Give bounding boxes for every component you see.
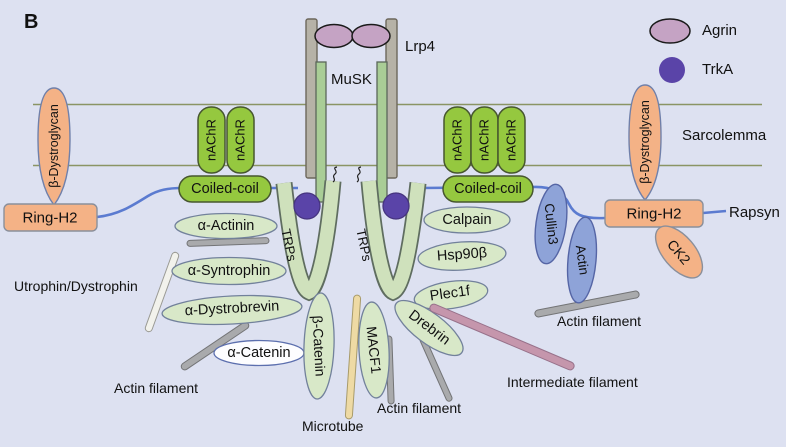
legend-trka-label: TrkA (702, 61, 734, 78)
actin-oval (566, 216, 598, 304)
sarcolemma-label: Sarcolemma (682, 127, 767, 144)
drebrin-oval (394, 299, 464, 357)
actin-filament-center-label: Actin filament (377, 400, 462, 416)
calpain-label: Calpain (442, 211, 492, 228)
legend-agrin-oval (649, 18, 691, 44)
blue-connector-left (96, 186, 298, 219)
hsp90b-label: Hsp90β (436, 245, 488, 265)
cullin3-label: Cullin3 (541, 202, 561, 246)
panel-label: B (24, 11, 39, 33)
trka-dot-right (382, 192, 410, 220)
macf1-oval (358, 301, 390, 399)
nachr-label-5: nAChR (503, 119, 519, 161)
coiled-coil-left-label: Coiled-coil (191, 180, 259, 197)
blue-connector-rapsyn (702, 209, 727, 215)
plec1f-oval (413, 280, 489, 310)
microtube-label: Microtube (302, 418, 364, 434)
calpain-oval (423, 206, 511, 234)
trka-dot-left (293, 192, 321, 220)
nachr-label-2: nAChR (232, 119, 248, 161)
beta-dystroglycan-right-label: β-Dystroglycan (637, 100, 652, 184)
ring-h2-left-box (3, 203, 98, 232)
agrin-oval-1 (314, 23, 354, 49)
trps-fork-right (362, 180, 425, 300)
coiled-coil-right-pill (442, 175, 534, 203)
agrin-oval-2 (351, 23, 391, 49)
alpha-syntrophin-oval (171, 256, 287, 286)
actin-filament-left-label: Actin filament (114, 380, 199, 396)
legend-agrin-label: Agrin (702, 22, 738, 39)
alpha-actinin-oval (174, 212, 278, 240)
musk-bar-right (376, 61, 388, 203)
ring-h2-right-label: Ring-H2 (626, 205, 682, 223)
trps-fork-left (277, 180, 340, 300)
squiggle-icon-2 (356, 166, 362, 183)
actin-oval-label: Actin (572, 244, 592, 276)
alpha-actinin-label: α-Actinin (197, 217, 255, 234)
intermediate-filament-bar (429, 303, 575, 371)
beta-catenin-label: β-Catenin (309, 315, 329, 377)
squiggle-icon-1 (332, 166, 338, 183)
coiled-coil-left-pill (178, 175, 272, 203)
cullin3-oval (534, 183, 568, 265)
ck2-oval (654, 225, 704, 279)
ring-h2-right-box (604, 199, 704, 228)
utrophin-filament-bar (144, 251, 180, 333)
musk-bar-left (315, 61, 327, 203)
actin-filament-right-label: Actin filament (557, 313, 642, 329)
lrp4-label: Lrp4 (405, 38, 436, 55)
utrophin-dystrophin-label: Utrophin/Dystrophin (14, 278, 138, 294)
rapsyn-label: Rapsyn (729, 204, 780, 221)
coiled-coil-right-label: Coiled-coil (454, 180, 522, 197)
alpha-syntrophin-label: α-Syntrophin (187, 262, 271, 279)
nachr-label-3: nAChR (449, 119, 465, 161)
nachr-pill-1 (197, 106, 226, 174)
nachr-pill-2 (226, 106, 255, 174)
microtube-bar (344, 294, 362, 420)
musk-label: MuSK (331, 71, 372, 88)
beta-catenin-oval (303, 292, 335, 400)
alpha-catenin-label: α-Catenin (227, 344, 291, 361)
hsp90b-oval (417, 241, 507, 271)
ring-h2-left-label: Ring-H2 (22, 209, 78, 227)
legend-trka-dot (659, 57, 685, 83)
nachr-label-1: nAChR (203, 119, 219, 161)
beta-dystroglycan-left-label: β-Dystroglycan (46, 104, 61, 188)
nachr-pill-5 (497, 106, 526, 174)
nachr-label-4: nAChR (476, 119, 492, 161)
actin-filament-bar-right (534, 290, 640, 318)
intermediate-filament-label: Intermediate filament (507, 374, 638, 390)
alpha-dystrobrevin-oval (161, 294, 303, 326)
